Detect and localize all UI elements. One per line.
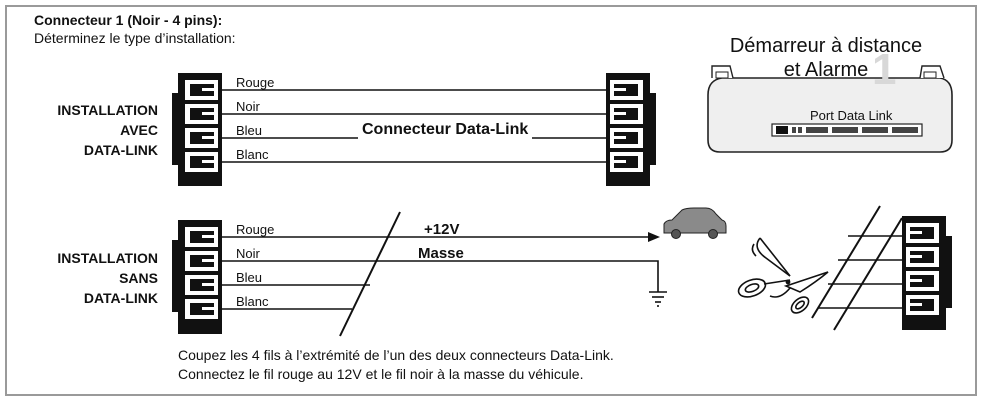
- label-without-datalink: INSTALLATION SANS DATA-LINK: [14, 248, 158, 308]
- cut-line: [339, 211, 401, 337]
- wire-label-blue: Bleu: [236, 270, 263, 285]
- remote-starter-module: 1: [707, 45, 953, 153]
- wire-label-black: Noir: [236, 99, 260, 114]
- label-line: DATA-LINK: [83, 142, 158, 158]
- car-icon: [663, 207, 727, 239]
- label-line: INSTALLATION: [57, 250, 158, 266]
- wire-label-white: Blanc: [236, 294, 269, 309]
- label-line: INSTALLATION: [57, 102, 158, 118]
- svg-text:1: 1: [872, 45, 896, 94]
- instruction-line1: Coupez les 4 fils à l’extrémité de l’un …: [178, 347, 614, 363]
- wire-label-red: Rouge: [236, 75, 275, 90]
- port-datalink-label: Port Data Link: [810, 108, 893, 123]
- cut-connector-right: [811, 205, 952, 331]
- header-title: Connecteur 1 (Noir - 4 pins):: [34, 12, 223, 28]
- right-connector-top: [606, 73, 656, 186]
- module-title-line2: et Alarme: [783, 59, 869, 81]
- left-connector-bottom: [172, 220, 222, 334]
- wire-label-blue: Bleu: [236, 123, 263, 138]
- instructions: Coupez les 4 fils à l’extrémité de l’un …: [178, 346, 614, 384]
- label-line: AVEC: [120, 122, 158, 138]
- instruction-line2: Connectez le fil rouge au 12V et le fil …: [178, 366, 584, 382]
- wire-label-red: Rouge: [236, 222, 275, 237]
- scissors-icon: [737, 237, 829, 314]
- outer-border: [5, 5, 977, 396]
- module-title-line1: Démarreur à distance: [729, 35, 923, 57]
- connector-datalink-label: Connecteur Data-Link: [358, 121, 533, 139]
- bottom-wires: [218, 236, 659, 310]
- ground-label: Masse: [418, 245, 464, 262]
- label-line: SANS: [119, 270, 158, 286]
- ground-icon: [649, 291, 667, 307]
- wire-label-black: Noir: [236, 246, 260, 261]
- arrow-to-vehicle: [648, 232, 660, 242]
- label-line: DATA-LINK: [83, 290, 158, 306]
- wire-label-white: Blanc: [236, 147, 269, 162]
- header-subtitle: Déterminez le type d’installation:: [34, 30, 236, 46]
- module-title: Démarreur à distance et Alarme: [706, 34, 946, 82]
- label-with-datalink: INSTALLATION AVEC DATA-LINK: [14, 100, 158, 160]
- left-connector-top: [172, 73, 222, 186]
- plus12v-label: +12V: [424, 221, 460, 238]
